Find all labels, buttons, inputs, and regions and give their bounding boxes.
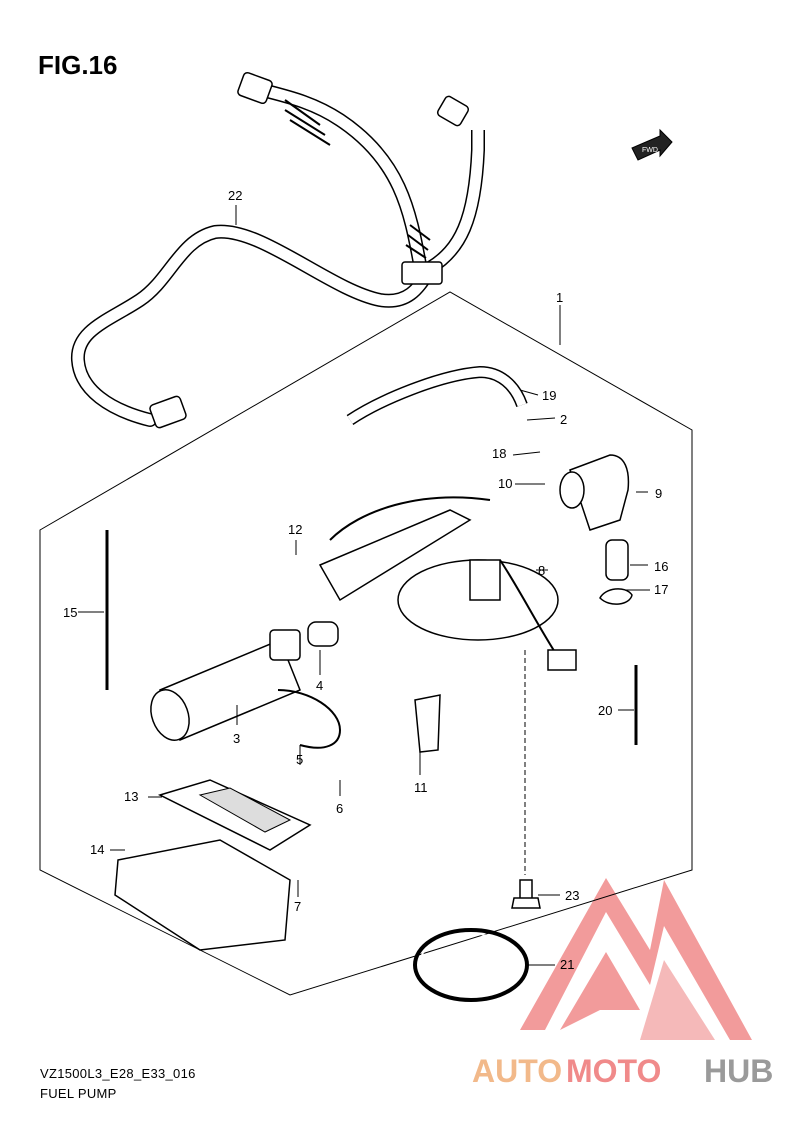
- callout-15: 15: [63, 605, 77, 620]
- callout-1: 1: [556, 290, 563, 305]
- callout-19: 19: [542, 388, 556, 403]
- o-ring-21: [413, 928, 529, 1002]
- assembly-outline: [39, 291, 693, 996]
- callout-14: 14: [90, 842, 104, 857]
- part-17-clip: [599, 588, 633, 605]
- callout-7: 7: [294, 899, 301, 914]
- figure-name: FUEL PUMP: [40, 1086, 117, 1101]
- callout-17: 17: [654, 582, 668, 597]
- callout-13: 13: [124, 789, 138, 804]
- callout-6: 6: [336, 801, 343, 816]
- watermark-logo: [520, 878, 752, 1040]
- callout-3: 3: [233, 731, 240, 746]
- svg-text:AUTO: AUTO: [472, 1053, 562, 1089]
- svg-text:HUB: HUB: [704, 1053, 773, 1089]
- model-code: VZ1500L3_E28_E33_016: [40, 1066, 196, 1081]
- fuel-pump-3: [150, 629, 301, 741]
- fuel-hose-22: [71, 71, 485, 429]
- fwd-arrow-icon: FWD: [631, 128, 673, 161]
- callout-23: 23: [565, 888, 579, 903]
- filter-13: [157, 779, 312, 851]
- callout-12: 12: [288, 522, 302, 537]
- figure-title: FIG.16: [38, 50, 118, 80]
- watermark-text: AUTO MOTO HUB: [472, 1053, 773, 1089]
- part-11: [414, 694, 441, 753]
- callout-22: 22: [228, 188, 242, 203]
- bolt-23: [511, 879, 541, 909]
- callout-8: 8: [538, 563, 545, 578]
- part-9-housing: [559, 454, 630, 531]
- callout-4: 4: [316, 678, 323, 693]
- svg-text:MOTO: MOTO: [566, 1053, 661, 1089]
- part-16: [605, 539, 629, 581]
- svg-text:FWD: FWD: [642, 147, 658, 154]
- callout-10: 10: [498, 476, 512, 491]
- callout-labels: 1 2 3 4 5 6 7 8 9 10 11 12 13 14 15 16 1…: [63, 188, 668, 972]
- callout-5: 5: [296, 752, 303, 767]
- part-4: [307, 621, 339, 647]
- part-5-clamp: [277, 689, 342, 749]
- callout-18: 18: [492, 446, 506, 461]
- callout-2: 2: [560, 412, 567, 427]
- leader-lines: [78, 205, 650, 966]
- callout-16: 16: [654, 559, 668, 574]
- callout-20: 20: [598, 703, 612, 718]
- part-14: [114, 839, 291, 951]
- callout-11: 11: [414, 780, 428, 795]
- callout-21: 21: [560, 957, 574, 972]
- callout-9: 9: [655, 486, 662, 501]
- pump-flange: [318, 496, 577, 671]
